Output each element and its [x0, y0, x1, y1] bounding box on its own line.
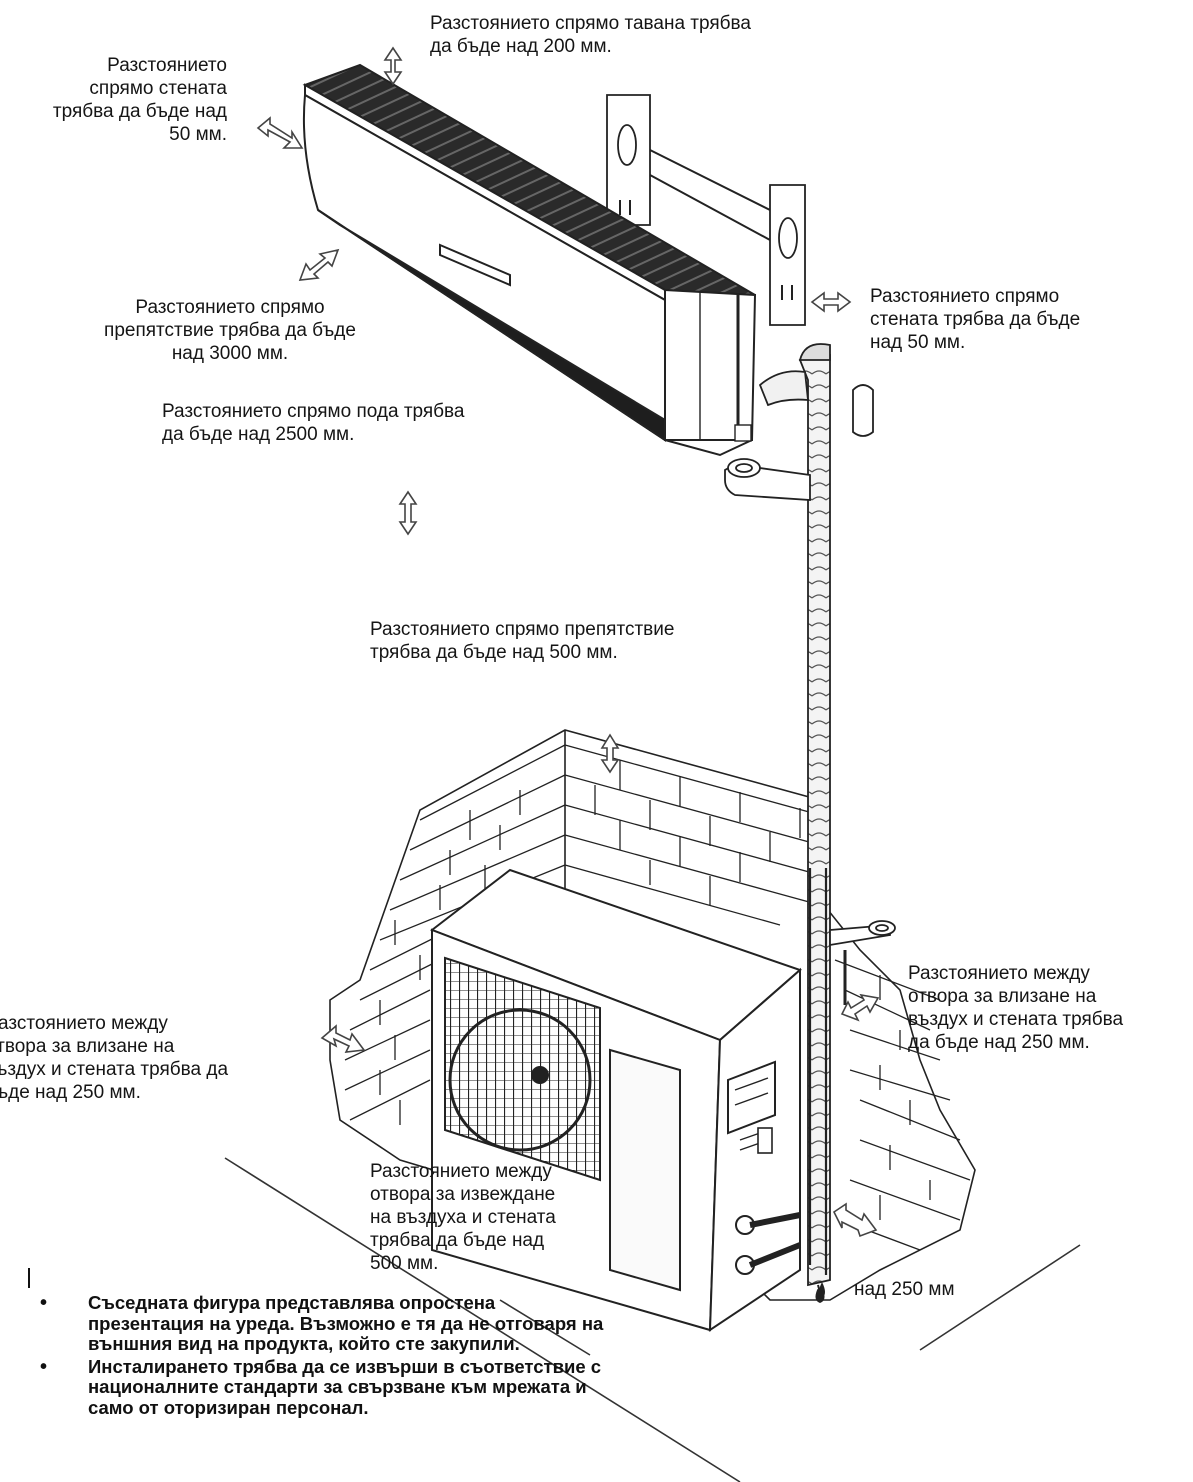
- label-outlet: Разстоянието между отвора за извеждане н…: [370, 1161, 556, 1274]
- notes: Съседната фигура представлява опростена …: [40, 1292, 612, 1420]
- note-item: Съседната фигура представлява опростена …: [40, 1292, 612, 1355]
- indoor-unit: [302, 63, 757, 457]
- text-cursor-mark: [28, 1268, 30, 1288]
- label-ceiling: Разстоянието спрямо тавана трябва да бъд…: [430, 13, 751, 57]
- label-obstacle-front: Разстоянието спрямо препятствие трябва д…: [104, 297, 356, 364]
- note-item: Инсталирането трябва да се извърши в съо…: [40, 1356, 612, 1419]
- notes-list: Съседната фигура представлява опростена …: [40, 1292, 612, 1419]
- label-wall-left: Разстоянието спрямо стената трябва да бъ…: [52, 55, 227, 145]
- label-obstacle-top: Разстоянието спрямо препятствие трябва д…: [370, 619, 675, 663]
- label-floor: Разстоянието спрямо пода трябва да бъде …: [162, 401, 465, 445]
- clearance-arrows: [256, 46, 880, 1238]
- outdoor-unit: [429, 868, 802, 1332]
- label-outdoor-left: Разстоянието между отвора за влизане на …: [0, 1013, 229, 1103]
- label-outdoor-right: Разстоянието между отвора за влизане на …: [908, 963, 1124, 1053]
- label-side-gap: над 250 мм: [854, 1279, 955, 1300]
- label-wall-right: Разстоянието спрямо стената трябва да бъ…: [870, 286, 1081, 353]
- drain-drop-icon: [819, 1282, 825, 1298]
- mounting-plate: [606, 94, 806, 326]
- pipe-bundle: [758, 343, 896, 1303]
- wall-sleeve: [724, 384, 874, 501]
